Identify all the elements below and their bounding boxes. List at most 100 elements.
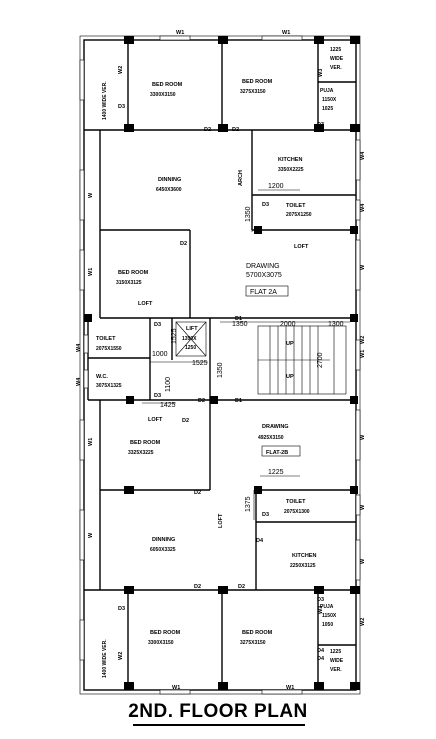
room-label: LIFT <box>186 326 198 332</box>
window-tag: W2 <box>118 652 124 660</box>
room-dims: 3150X3125 <box>116 280 142 286</box>
loft-label: LOFT <box>148 417 163 423</box>
room-dims: 3325X3225 <box>128 450 154 456</box>
door-tag: D2 <box>194 584 201 590</box>
dimension-value: 1525 <box>192 360 208 367</box>
window-tag: W1 <box>172 685 180 691</box>
loft-label: LOFT <box>138 301 153 307</box>
flat-tag: FLAT 2A <box>250 289 277 296</box>
room-label: VER. <box>330 667 342 673</box>
dimension-value: 1225 <box>268 469 284 476</box>
door-tag: D2 <box>232 127 239 133</box>
window-tag: W1 <box>88 268 94 276</box>
dimension-value: 1350 <box>217 362 224 378</box>
room-label: 1400 WIDE VER. <box>102 639 108 678</box>
room-label: KITCHEN <box>278 157 302 163</box>
room-labels: BED ROOM 3300X3150 BED ROOM 3275X3150 12… <box>96 47 344 678</box>
door-tag: D4 <box>256 538 264 544</box>
arch-label: ARCH <box>238 170 244 186</box>
door-tag: D3 <box>317 597 324 603</box>
door-tag: D1 <box>235 398 242 404</box>
columns <box>84 36 360 690</box>
room-dims: 2075X1300 <box>284 509 310 515</box>
door-tag: D2 <box>204 127 211 133</box>
window-tag: W4 <box>360 151 366 160</box>
door-tag: D4 <box>317 656 325 662</box>
dimension-value: 2700 <box>317 352 324 368</box>
window-tag: W <box>360 504 366 510</box>
room-label: DRAWING <box>246 263 280 270</box>
window-tag: W <box>88 192 94 198</box>
room-label: 1225 <box>330 649 341 655</box>
room-label: WIDE <box>330 658 344 664</box>
room-dims: 3275X3150 <box>240 640 266 646</box>
room-dims: 2075X1550 <box>96 346 122 352</box>
dimension-value: 1350 <box>232 321 248 328</box>
door-tag: D2 <box>198 398 205 404</box>
dimension-lines <box>142 189 350 520</box>
dimension-value: 1425 <box>160 402 176 409</box>
door-tag: D3 <box>118 104 125 110</box>
window-tag: W3 <box>318 606 324 614</box>
door-tag: D2 <box>194 490 201 496</box>
room-label: 1150X <box>322 613 337 619</box>
room-dims: 6450X3600 <box>156 187 182 193</box>
room-label: BED ROOM <box>118 270 149 276</box>
window-tag: W2 <box>360 618 366 626</box>
window-tag: W1 <box>88 438 94 446</box>
stair-label: UP <box>286 374 294 380</box>
room-label: BED ROOM <box>130 440 161 446</box>
room-label: PUJA <box>320 88 334 94</box>
stair-label: UP <box>286 341 294 347</box>
window-tag: W2 <box>118 66 124 74</box>
dimension-value: 1000 <box>152 351 168 358</box>
door-tag: D2 <box>180 241 187 247</box>
room-dims: 3075X1325 <box>96 383 122 389</box>
window-tag: W <box>360 434 366 440</box>
window-tag: W4 <box>76 343 82 352</box>
room-label: BED ROOM <box>242 630 273 636</box>
room-label: 1025 <box>322 106 333 112</box>
room-label: W.C. <box>96 374 108 380</box>
title-underline <box>133 724 305 726</box>
room-label: PUJA <box>320 604 334 610</box>
window-tag: W1 <box>286 685 294 691</box>
room-dims: 3350X2225 <box>278 167 304 173</box>
door-tag: D2 <box>182 418 189 424</box>
loft-label: LOFT <box>294 244 309 250</box>
room-dims: 2250X3125 <box>290 563 316 569</box>
window-tag: W1 <box>176 30 184 36</box>
flat-tag: FLAT-2B <box>266 450 288 456</box>
dimension-value: 1300 <box>328 321 344 328</box>
loft-label: LOFT <box>218 513 224 528</box>
room-label: 1150X <box>322 97 337 103</box>
door-tag: D3 <box>154 322 161 328</box>
room-dims: 3300X3150 <box>148 640 174 646</box>
door-tag: D2 <box>238 584 245 590</box>
room-label: KITCHEN <box>292 553 316 559</box>
dimension-value: 1350 <box>245 206 252 222</box>
window-tag: W3 <box>318 69 324 77</box>
room-label: TOILET <box>96 336 116 342</box>
door-tag: D3 <box>118 606 125 612</box>
window-tag: W1 <box>282 30 290 36</box>
room-label: BED ROOM <box>152 82 183 88</box>
dimension-value: 2000 <box>280 321 296 328</box>
room-dims: 6050X3325 <box>150 547 176 553</box>
window-tag: W <box>360 264 366 270</box>
room-label: 1400 WIDE VER. <box>102 81 108 120</box>
room-label: DRAWING <box>262 424 289 430</box>
room-dims: 1250 <box>185 345 196 351</box>
walls <box>79 35 361 695</box>
room-label: DINNING <box>158 177 181 183</box>
door-tag: D1 <box>235 316 242 322</box>
door-tag: D3 <box>154 393 161 399</box>
door-tag: D3 <box>262 202 269 208</box>
dimension-values: 1200 1350 1350 2000 1300 2700 1525 1350 … <box>152 183 344 512</box>
room-label: BED ROOM <box>242 79 273 85</box>
window-tag: W2 <box>360 336 366 344</box>
room-dims: 2075X1250 <box>286 212 312 218</box>
door-tag: D3 <box>317 122 324 128</box>
door-tag: D3 <box>262 512 269 518</box>
